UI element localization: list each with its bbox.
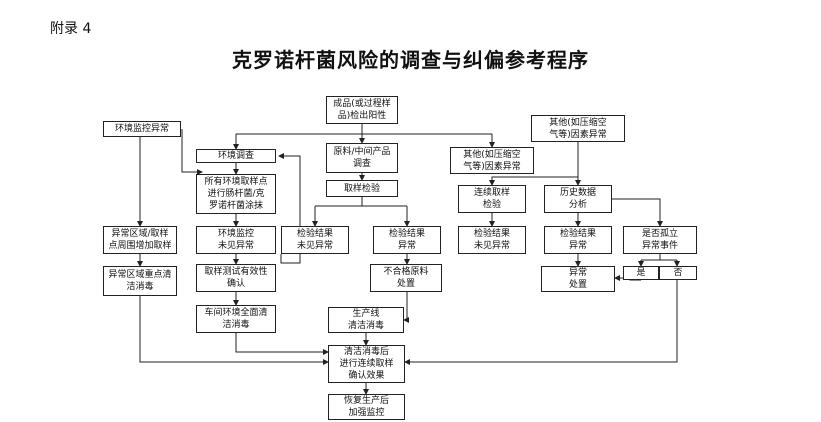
node-line-clean: 生产线 清洁消毒 — [328, 307, 404, 333]
node-abn-area: 异常区域/取样 点周围增加取样 — [103, 226, 177, 254]
node-abn-clean: 异常区域重点清 洁消毒 — [103, 266, 177, 296]
node-history: 历史数据 分析 — [544, 185, 612, 213]
node-env-abnormal: 环境监控异常 — [103, 121, 181, 137]
node-res-ok-1: 检验结果 未见异常 — [281, 226, 349, 254]
connector — [139, 296, 329, 365]
node-raw-test: 取样检验 — [326, 180, 398, 197]
connector — [278, 153, 301, 264]
node-res-bad-2: 检验结果 异常 — [544, 226, 612, 254]
node-cont-sample: 连续取样 检验 — [458, 185, 526, 213]
node-res-bad-1: 检验结果 异常 — [373, 226, 441, 254]
node-all-env: 所有环境取样点 进行肠杆菌/克 罗诺杆菌涂抹 — [196, 174, 276, 214]
node-isolated: 是否孤立 异常事件 — [623, 226, 697, 254]
node-no: 否 — [659, 266, 697, 280]
node-env-ok: 环境监控 未见异常 — [196, 226, 276, 254]
connector — [612, 198, 663, 227]
node-other-mid: 其他(如压缩空 气等)因素异常 — [450, 147, 534, 174]
node-reject-raw: 不合格原料 处置 — [370, 264, 442, 292]
appendix-label: 附录 4 — [50, 21, 92, 37]
connector — [404, 280, 678, 365]
connector — [235, 333, 329, 355]
connector — [181, 129, 203, 175]
node-positive: 成品(或过程样 品)检出阳性 — [326, 96, 398, 124]
node-yes: 是 — [623, 266, 659, 280]
connector — [403, 292, 409, 323]
node-plant-clean: 车间环境全面清 洁消毒 — [196, 305, 276, 333]
node-res-ok-2: 检验结果 未见异常 — [458, 226, 526, 254]
node-env-survey: 环境调查 — [196, 149, 276, 163]
node-after-clean: 清洁消毒后 进行连续取样 确认效果 — [328, 345, 405, 383]
node-abn-handle: 异常 处置 — [541, 266, 615, 292]
node-raw-survey: 原料/中间产品 调查 — [326, 143, 398, 173]
node-recheck: 取样测试有效性 确认 — [196, 264, 276, 292]
page-title: 克罗诺杆菌风险的调查与纠偏参考程序 — [232, 48, 589, 72]
node-resume: 恢复生产后 加强监控 — [328, 394, 405, 420]
node-other-top: 其他(如压缩空 气等)因素异常 — [531, 115, 625, 142]
